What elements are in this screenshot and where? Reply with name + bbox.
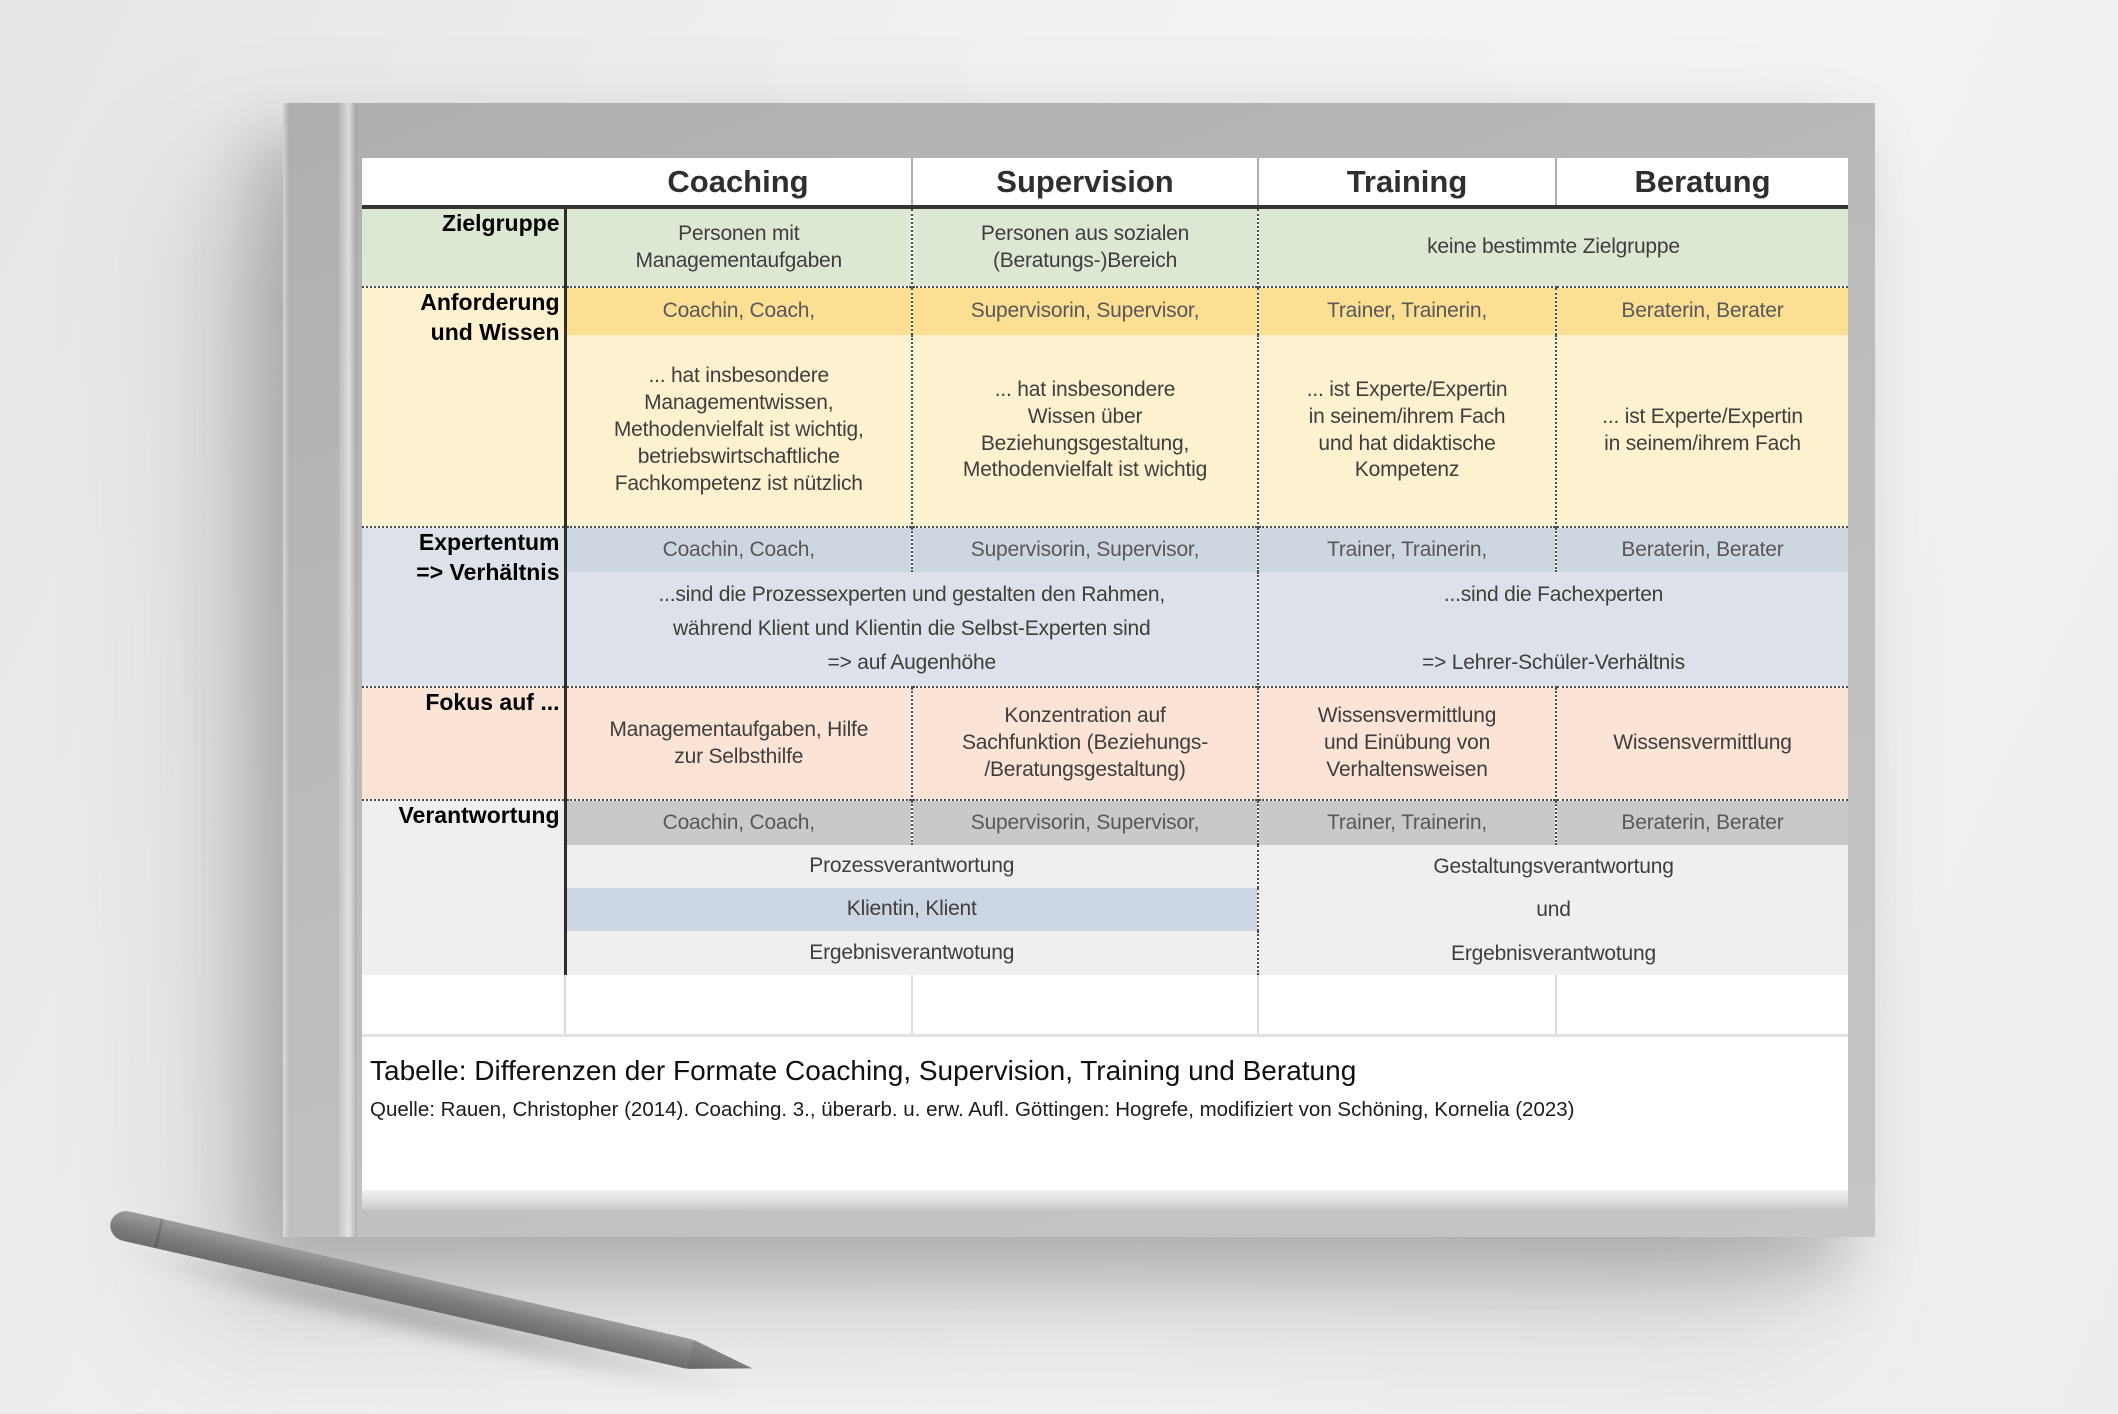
- cell-anforderung-coaching: ... hat insbesondere Managementwissen, M…: [565, 335, 912, 527]
- cell-anforderung-role-training: Trainer, Trainerin,: [1257, 286, 1556, 335]
- row-label-fokus: Fokus auf ...: [362, 686, 567, 800]
- row-label-expertentum: Expertentum => Verhältnis: [362, 526, 567, 687]
- book-mockup: Coaching Supervision Training Beratung Z…: [283, 103, 1875, 1237]
- cell-anforderung-training: ... ist Experte/Expertin in seinem/ihrem…: [1257, 335, 1556, 527]
- book-left-edge: [283, 103, 289, 1237]
- cell-fokus-beratung: Wissensvermittlung: [1555, 686, 1848, 800]
- row-anforderung-desc: ... hat insbesondere Managementwissen, M…: [362, 335, 1848, 527]
- cell-verantwortung-klientin: Klientin, Klient: [565, 888, 1258, 931]
- row-expertentum-roles: Expertentum => Verhältnis Coachin, Coach…: [362, 526, 1848, 687]
- cell-fokus-supervision: Konzentration auf Sachfunktion (Beziehun…: [911, 686, 1258, 800]
- cell-verantwortung-prozess: Prozessverantwortung: [565, 845, 1258, 888]
- cell-expertentum-role-supervision: Supervisorin, Supervisor,: [911, 526, 1258, 572]
- cell-verantwortung-ergebnis: Ergebnisverantwotung: [565, 931, 1258, 975]
- header-empty-cell: [362, 158, 565, 209]
- row-label-verantwortung: Verantwortung: [362, 799, 567, 975]
- row-anforderung-roles: Anforderung und Wissen Coachin, Coach, S…: [362, 286, 1848, 527]
- row-verantwortung-roles: Verantwortung Coachin, Coach, Supervisor…: [362, 799, 1848, 975]
- empty-cell: [911, 975, 1258, 1037]
- row-label-zielgruppe: Zielgruppe: [362, 207, 567, 287]
- row-expertentum-text: ...sind die Prozessexperten und gestalte…: [362, 572, 1848, 687]
- page: Coaching Supervision Training Beratung Z…: [362, 158, 1848, 1190]
- caption-block: Tabelle: Differenzen der Formate Coachin…: [362, 1037, 1848, 1125]
- column-header-training: Training: [1257, 158, 1556, 209]
- book-pages-edge: [362, 1190, 1848, 1210]
- column-header-coaching: Coaching: [565, 158, 912, 209]
- cell-verantwortung-training-beratung: Gestaltungsverantwortung und Ergebnisver…: [1257, 845, 1848, 975]
- cell-anforderung-role-beratung: Beraterin, Berater: [1555, 286, 1848, 335]
- cell-verantwortung-role-training: Trainer, Trainerin,: [1257, 799, 1556, 845]
- row-verantwortung-1: Prozessverantwortung Gestaltungsverantwo…: [362, 845, 1848, 975]
- comparison-table: Coaching Supervision Training Beratung Z…: [362, 158, 1848, 1037]
- cell-expertentum-role-beratung: Beraterin, Berater: [1555, 526, 1848, 572]
- row-empty: [362, 975, 1848, 1037]
- cell-expertentum-coaching-supervision: ...sind die Prozessexperten und gestalte…: [565, 572, 1258, 687]
- table-source: Quelle: Rauen, Christopher (2014). Coach…: [370, 1097, 1575, 1121]
- empty-cell: [1555, 975, 1848, 1037]
- cell-zielgruppe-supervision: Personen aus sozialen (Beratungs-)Bereic…: [911, 207, 1258, 287]
- column-header-beratung: Beratung: [1555, 158, 1848, 209]
- cell-anforderung-role-coaching: Coachin, Coach,: [565, 286, 912, 335]
- cell-fokus-coaching: Managementaufgaben, Hilfe zur Selbsthilf…: [565, 686, 912, 800]
- cell-anforderung-beratung: ... ist Experte/Expertin in seinem/ihrem…: [1555, 335, 1848, 527]
- header-row: Coaching Supervision Training Beratung: [362, 158, 1848, 209]
- cell-anforderung-role-supervision: Supervisorin, Supervisor,: [911, 286, 1258, 335]
- cell-zielgruppe-training-beratung: keine bestimmte Zielgruppe: [1257, 207, 1848, 287]
- book-spine: [339, 103, 357, 1237]
- cell-verantwortung-role-supervision: Supervisorin, Supervisor,: [911, 799, 1258, 845]
- cell-expertentum-training-beratung: ...sind die Fachexperten => Lehrer-Schül…: [1257, 572, 1848, 687]
- row-zielgruppe: Zielgruppe Personen mit Managementaufgab…: [362, 207, 1848, 287]
- row-label-anforderung: Anforderung und Wissen: [362, 286, 567, 527]
- table-caption: Tabelle: Differenzen der Formate Coachin…: [370, 1054, 1357, 1086]
- cell-fokus-training: Wissensvermittlung und Einübung von Verh…: [1257, 686, 1556, 800]
- cell-expertentum-role-training: Trainer, Trainerin,: [1257, 526, 1556, 572]
- row-verantwortung-2: Klientin, Klient: [362, 888, 1848, 931]
- column-header-supervision: Supervision: [911, 158, 1258, 209]
- cell-verantwortung-role-coaching: Coachin, Coach,: [565, 799, 912, 845]
- row-verantwortung-3: Ergebnisverantwotung: [362, 931, 1848, 975]
- cell-anforderung-supervision: ... hat insbesondere Wissen über Beziehu…: [911, 335, 1258, 527]
- cell-verantwortung-role-beratung: Beraterin, Berater: [1555, 799, 1848, 845]
- cell-zielgruppe-coaching: Personen mit Managementaufgaben: [565, 207, 912, 287]
- empty-cell: [362, 975, 565, 1037]
- cell-expertentum-role-coaching: Coachin, Coach,: [565, 526, 912, 572]
- row-fokus: Fokus auf ... Managementaufgaben, Hilfe …: [362, 686, 1848, 800]
- empty-cell: [564, 975, 912, 1037]
- empty-cell: [1257, 975, 1556, 1037]
